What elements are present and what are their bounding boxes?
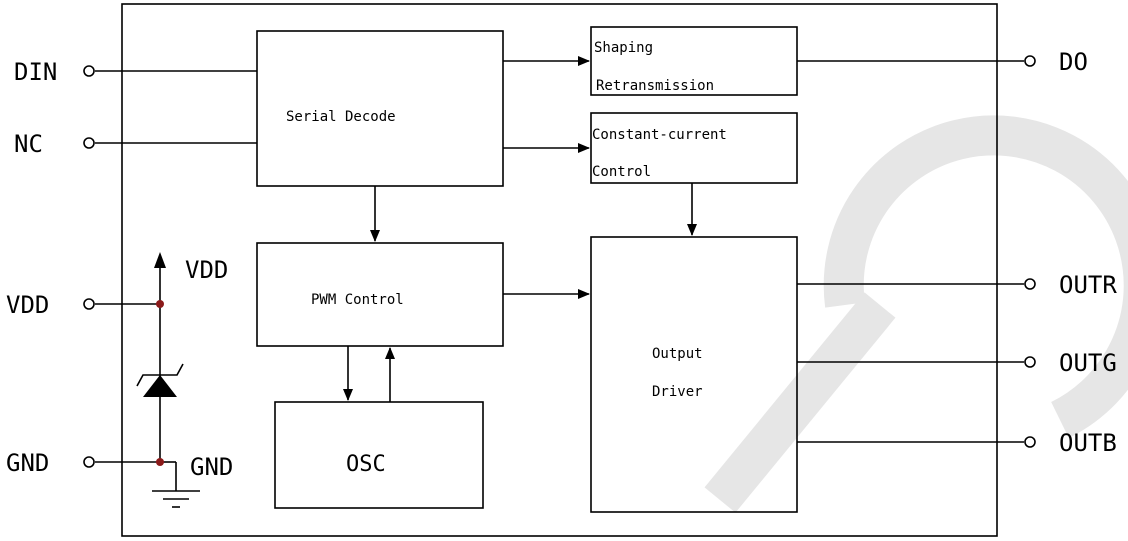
do-pin (1024, 55, 1036, 67)
vdd-pin-label: VDD (6, 291, 49, 319)
zener-bar (136, 363, 184, 387)
gnd-internal-label: GND (190, 453, 233, 481)
outr-pin (1024, 278, 1036, 290)
retransmission-label: Retransmission (596, 78, 714, 94)
do-label: DO (1059, 48, 1088, 76)
control-label: Control (592, 164, 651, 180)
driver-label: Driver (652, 384, 703, 400)
nc-label: NC (14, 130, 43, 158)
vdd-internal-label: VDD (185, 256, 228, 284)
output-driver-block (590, 236, 798, 513)
serial-decode-label: Serial Decode (286, 109, 396, 125)
constant-current-label: Constant-current (592, 127, 727, 143)
vdd-pin (83, 298, 95, 310)
vdd-arrow (154, 252, 166, 268)
watermark-logo (704, 115, 1128, 513)
osc-label: OSC (346, 452, 386, 477)
ground-icon (152, 490, 200, 508)
outg-label: OUTG (1059, 349, 1117, 377)
outb-label: OUTB (1059, 429, 1117, 457)
outr-label: OUTR (1059, 271, 1117, 299)
osc-block (274, 401, 484, 509)
constant-current-control-block (590, 112, 798, 184)
gnd-pin (83, 456, 95, 468)
zener-diode-icon (143, 375, 177, 397)
output-label: Output (652, 346, 703, 362)
din-pin (83, 65, 95, 77)
gnd-pin-label: GND (6, 449, 49, 477)
gnd-junction-dot (156, 458, 164, 466)
chip-outline (121, 3, 998, 537)
nc-pin (83, 137, 95, 149)
pwm-control-label: PWM Control (311, 292, 404, 308)
vdd-junction-dot (156, 300, 164, 308)
shaping-label: Shaping (594, 40, 653, 56)
outb-pin (1024, 436, 1036, 448)
serial-decode-block (256, 30, 504, 187)
outg-pin (1024, 356, 1036, 368)
din-label: DIN (14, 58, 57, 86)
